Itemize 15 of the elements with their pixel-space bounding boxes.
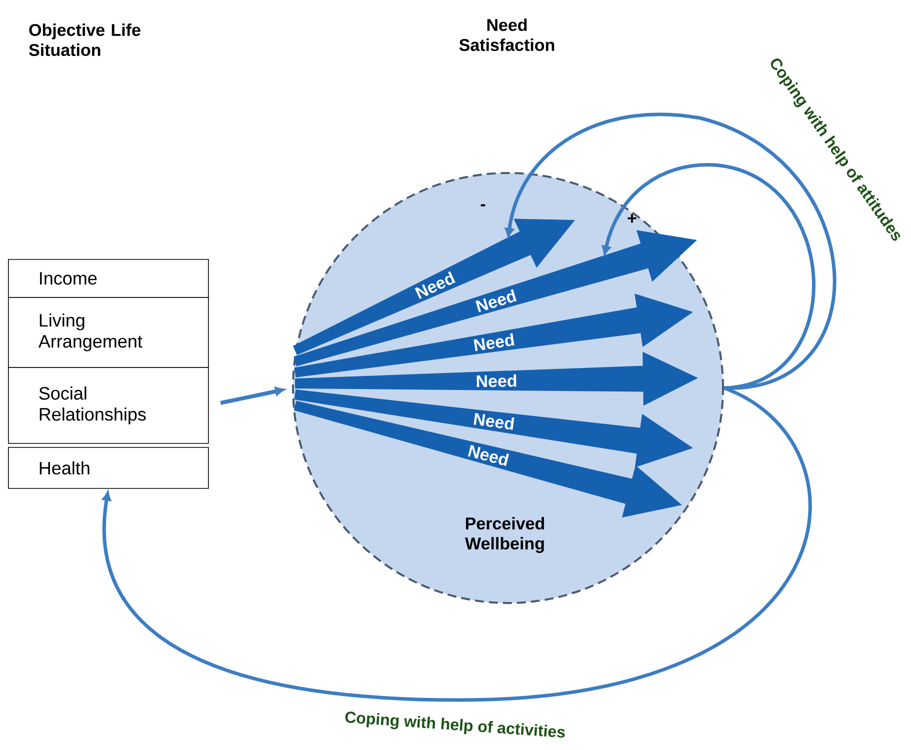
edge-label: Coping with help of activities (345, 712, 565, 738)
sign-label: + (628, 214, 636, 223)
curved-arrow (220, 386, 284, 405)
need-band: Need (294, 352, 698, 406)
column-heading: Need Satisfaction (459, 18, 554, 52)
sign-label: - (480, 204, 486, 206)
category-box: Health (8, 447, 209, 489)
curved-arrow (102, 386, 811, 702)
node-label: Need (474, 333, 514, 352)
column-heading: Objective Life Situation (29, 24, 140, 56)
category-box: Social Relationships (8, 367, 209, 444)
category-box: Living Arrangement (8, 297, 209, 368)
curved-arrow (504, 112, 836, 390)
curved-arrow (602, 163, 816, 390)
category-box: Income (8, 259, 209, 298)
